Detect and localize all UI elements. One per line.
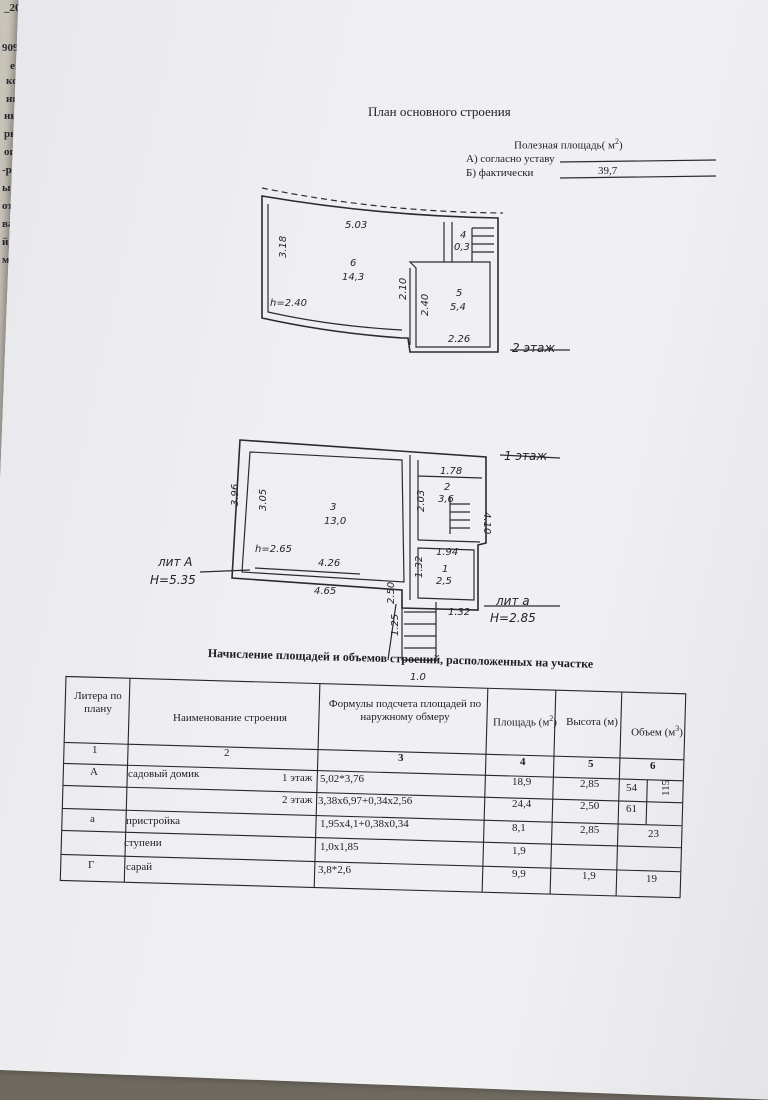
underlying-text: м	[2, 254, 10, 266]
row-shed-formula: 3,8*2,6	[318, 864, 351, 876]
useful-area-label: Полезная площадь( м2)	[514, 137, 623, 152]
actual-area-value: 39,7	[598, 165, 618, 177]
underlying-text: от	[2, 200, 13, 212]
row-a-area: 18,9	[512, 776, 532, 788]
room-4-area: 0,3	[454, 242, 470, 253]
row-a2-height: 2,50	[580, 800, 600, 812]
dim-f2-height: h=2.40	[270, 298, 307, 309]
floor1-label: 1 этаж	[504, 449, 547, 463]
room-3-area: 13,0	[324, 516, 346, 527]
dim-f1-height: h=2.65	[255, 544, 292, 555]
row-pr-volume: 23	[648, 828, 659, 840]
room-1-num: 1	[442, 564, 448, 575]
row-shed-name: сарай	[126, 861, 153, 873]
col-number: 4	[520, 756, 526, 768]
room-6-num: 6	[350, 258, 356, 269]
row-a-name: садовый домик	[128, 768, 200, 780]
dim-f2-top: 5.03	[345, 220, 367, 231]
actual-area-label: Б) фактически	[466, 167, 534, 179]
room-2-area: 3,6	[438, 494, 454, 505]
dim-f1-room-bottom: 4.26	[318, 558, 340, 569]
dim-f1-vest-left: 1.32	[414, 556, 425, 578]
dim-f1-pr-bottom: 1.32	[448, 607, 470, 618]
row-shed-liter: Г	[88, 859, 95, 871]
col-number: 2	[224, 747, 230, 759]
row-a2-volume: 61	[626, 803, 637, 815]
row-shed-height: 1,9	[582, 870, 596, 882]
row-a2-floor: 2 этаж	[282, 794, 313, 806]
th-area: Площадь (м2)	[493, 714, 557, 729]
room-1-area: 2,5	[436, 576, 452, 587]
dim-f1-step-width: 2.50	[386, 582, 397, 604]
dim-f2-mid: 2.10	[398, 278, 409, 300]
th-height: Высота (м)	[566, 716, 618, 728]
row-pr-height: 2,85	[580, 824, 600, 836]
row-shed-area: 9,9	[512, 868, 526, 880]
floor2-label: 2 этаж	[512, 341, 555, 355]
dim-f1-inner-left: 3.05	[258, 489, 269, 511]
row-pr-area: 8,1	[512, 822, 526, 834]
row-steps-name: ступени	[124, 837, 162, 849]
underlying-text: ы,	[2, 182, 14, 194]
row-a-height: 2,85	[580, 778, 600, 790]
dim-f1-mid: 2.03	[416, 490, 427, 512]
dim-f1-step-len: 1.25	[390, 614, 401, 636]
col-number: 3	[398, 752, 404, 764]
dim-f2-left: 3.18	[278, 236, 289, 258]
floor-plan-drawing: 5.03 3.18 h=2.40 2.10 2.40 2.26 6 14,3 5…	[150, 159, 717, 683]
volume-total: 115	[660, 779, 672, 796]
charter-area-label: А) согласно уставу	[466, 153, 555, 165]
th-name: Наименование строения	[173, 712, 287, 724]
row-a2-formula: 3,38x6,97+0,34x2,56	[318, 795, 413, 807]
dim-f1-left: 3.96	[230, 484, 241, 506]
th-volume: Объем (м3)	[631, 724, 683, 739]
dim-f2-bottom: 2.26	[448, 334, 470, 345]
row-a-liter: А	[90, 766, 98, 778]
col-number: 1	[92, 744, 98, 756]
room-4-num: 4	[460, 230, 466, 241]
room-3-num: 3	[330, 502, 336, 513]
dim-f1-right: 4.10	[481, 512, 492, 534]
lit-a-name: лит А	[157, 555, 192, 569]
col-number: 6	[650, 760, 656, 772]
lit-a-height: H=5.35	[150, 573, 196, 587]
row-steps-area: 1,9	[512, 845, 526, 857]
lit-a-small-name: лит а	[495, 594, 530, 608]
row-pr-liter: а	[90, 813, 95, 825]
row-pr-name: пристройка	[126, 815, 181, 827]
row-a-volume: 54	[626, 782, 637, 794]
room-2-num: 2	[444, 482, 450, 493]
row-a-floor: 1 этаж	[282, 772, 313, 784]
document-content: План основного строения Полезная площадь…	[59, 104, 717, 899]
row-a-formula: 5,02*3,76	[320, 773, 364, 785]
lit-a-small-height: H=2.85	[490, 611, 536, 625]
room-5-area: 5,4	[450, 302, 466, 313]
underlying-text: й,	[2, 236, 12, 248]
room-5-num: 5	[456, 288, 462, 299]
row-steps-formula: 1,0x1,85	[320, 841, 359, 853]
dim-f1-bottom: 4.65	[314, 586, 336, 597]
th-liter: Литера по плану	[74, 690, 122, 715]
dim-f1-vest-top: 1.94	[436, 547, 458, 558]
row-shed-volume: 19	[646, 873, 657, 885]
th-formula: Формулы подсчета площадей по наружному о…	[328, 698, 482, 723]
col-number: 5	[588, 758, 594, 770]
plan-title: План основного строения	[368, 104, 511, 119]
row-a2-area: 24,4	[512, 798, 532, 810]
dim-f2-inner: 2.40	[420, 294, 431, 316]
underlying-text: ва	[2, 218, 14, 230]
area-table-grid	[59, 675, 687, 899]
dim-f1-step-bottom: 1.0	[410, 672, 426, 683]
row-pr-formula: 1,95x4,1+0,38x0,34	[320, 818, 409, 830]
dim-f1-top-right: 1.78	[440, 466, 462, 477]
room-6-area: 14,3	[342, 272, 364, 283]
